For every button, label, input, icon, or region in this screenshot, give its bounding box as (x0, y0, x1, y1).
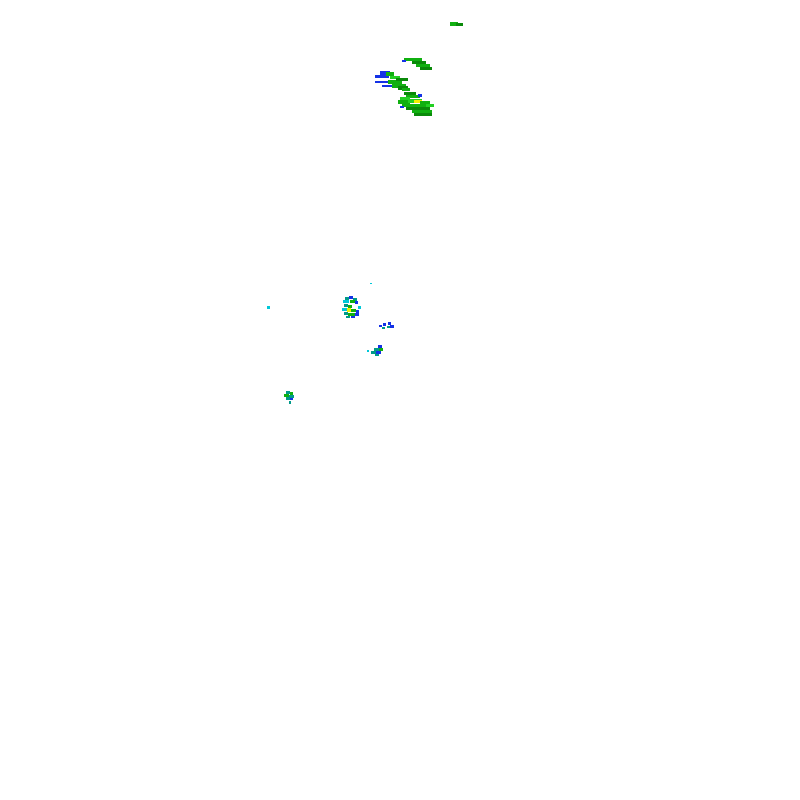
echo-pixel-green-dark (420, 67, 432, 70)
echo-pixel-teal (289, 401, 291, 404)
echo-pixel-teal (345, 297, 349, 300)
echo-pixel-green (386, 72, 394, 76)
echo-pixel-green (420, 101, 430, 104)
cell-central-south (367, 345, 383, 356)
echo-pixel-green (350, 300, 355, 303)
echo-pixel-green-dark (456, 23, 463, 26)
echo-pixel-teal (374, 348, 379, 351)
echo-pixel-green (348, 313, 356, 316)
echo-pixel-blue (290, 398, 293, 400)
echo-pixel-teal (344, 304, 348, 307)
echo-pixel-blue (388, 322, 391, 325)
echo-pixel-cyan (267, 306, 270, 309)
echo-pixel-blue (380, 71, 390, 74)
echo-pixel-green (416, 64, 430, 67)
echo-pixel-teal (387, 326, 390, 328)
echo-pixel-green (379, 348, 383, 351)
echo-pixel-yellow (347, 308, 351, 312)
cell-north-band-upper (402, 58, 432, 70)
echo-pixel-green (402, 88, 410, 91)
echo-pixel-teal (289, 395, 294, 398)
echo-pixel-green (406, 95, 420, 98)
echo-pixel-green-dark (412, 61, 426, 64)
echo-pixel-green (398, 100, 410, 104)
echo-pixel-blue (418, 94, 422, 97)
cell-central (342, 296, 361, 318)
echo-pixel-teal (346, 316, 350, 318)
echo-pixel-blue (379, 325, 382, 327)
echo-pixel-green-light (390, 76, 400, 79)
echo-pixel-cyan (358, 306, 361, 309)
cell-central-east (379, 322, 394, 329)
echo-pixel-green (412, 110, 432, 113)
echo-pixel-teal (286, 397, 290, 400)
echo-pixel-cyan (367, 350, 369, 352)
echo-pixel-teal (371, 351, 376, 354)
echo-pixel-green-dark (414, 113, 432, 116)
echo-pixel-teal (286, 391, 290, 394)
echo-pixel-green (290, 392, 293, 395)
cell-north-band-lower (375, 71, 410, 91)
echo-pixel-blue (375, 81, 391, 83)
cell-far-north (450, 22, 463, 26)
echo-pixel-green-light (426, 104, 434, 107)
echo-pixel-green-dark (406, 107, 430, 110)
echo-pixel-blue (383, 323, 386, 326)
cell-north-core (398, 92, 434, 116)
echo-pixel-teal (375, 354, 379, 356)
echo-pixel-blue (349, 296, 353, 299)
echo-pixel-green-light (400, 97, 410, 101)
echo-pixel-blue (382, 85, 394, 87)
echo-pixel-cyan (342, 308, 347, 311)
echo-pixel-green (402, 104, 428, 107)
echo-pixel-green (348, 305, 352, 308)
echo-pixel-blue (390, 325, 394, 328)
echo-pixel-teal (382, 327, 385, 329)
echo-pixel-green (404, 58, 422, 61)
echo-pixel-green (351, 309, 356, 312)
echo-pixel-green-dark (404, 92, 416, 95)
speck-west (267, 283, 372, 309)
echo-pixel-blue (402, 60, 406, 62)
echo-pixel-blue (376, 351, 381, 354)
echo-pixel-cyan (343, 300, 349, 303)
echo-pixel-blue (355, 301, 358, 304)
echo-pixel-green (284, 394, 289, 397)
echo-pixel-blue (351, 316, 355, 318)
echo-pixel-teal (353, 298, 357, 301)
cell-southwest (284, 391, 294, 404)
echo-pixel-blue (378, 345, 382, 348)
echo-pixel-blue (400, 106, 404, 108)
echo-pixel-yellow (414, 100, 422, 103)
echo-pixel-blue (356, 310, 359, 313)
echo-pixel-green-dark (396, 78, 408, 81)
echo-pixel-green (450, 22, 458, 26)
echo-pixel-green (388, 80, 402, 84)
echo-pixel-teal (344, 312, 348, 315)
echo-pixel-cyan (370, 283, 372, 284)
echo-pixel-blue (355, 313, 359, 316)
echo-pixel-blue (380, 74, 388, 78)
